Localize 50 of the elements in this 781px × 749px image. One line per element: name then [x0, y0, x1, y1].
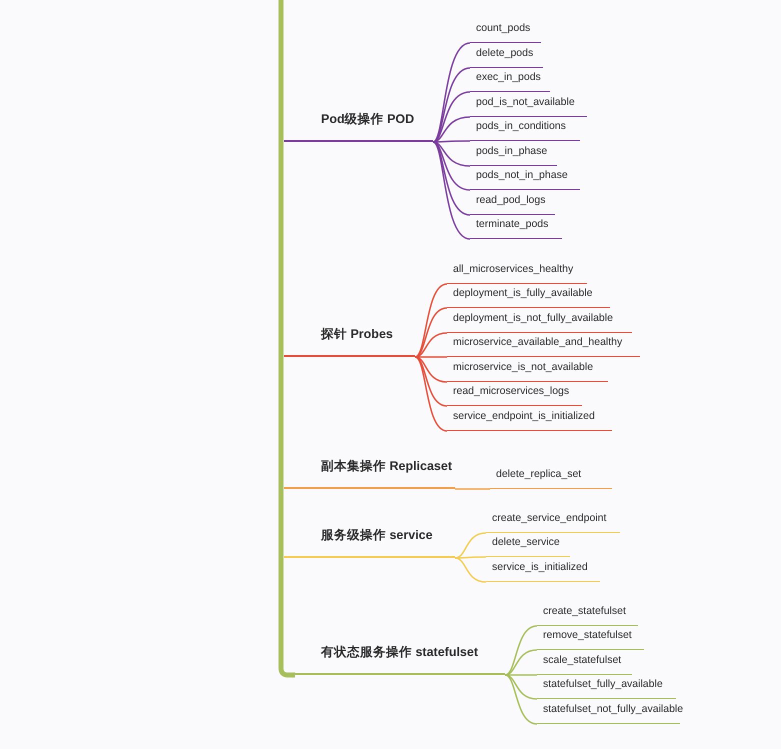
leaf-label: delete_service	[486, 535, 570, 557]
branch-connector	[432, 116, 470, 143]
leaf-label: scale_statefulset	[537, 653, 632, 675]
leaf-label: statefulset_fully_available	[537, 677, 676, 699]
branch-connector	[414, 307, 448, 358]
branch-label: 服务级操作 service	[284, 526, 455, 558]
leaf-label: read_pod_logs	[470, 193, 555, 215]
branch-label: 副本集操作 Replicaset	[284, 457, 455, 489]
branch-connector	[504, 625, 538, 676]
branch-connector	[504, 674, 538, 700]
leaf-label: terminate_pods	[470, 217, 562, 239]
branch-connector	[454, 532, 486, 559]
branch-connector	[432, 67, 470, 143]
branch-label: Pod级操作 POD	[284, 110, 433, 142]
leaf-label: microservice_available_and_healthy	[447, 335, 640, 357]
branch-connector	[432, 91, 470, 143]
leaf-label: delete_pods	[470, 46, 543, 68]
branch-connector	[505, 674, 537, 676]
branch-connector	[414, 332, 448, 358]
leaf-label: deployment_is_not_fully_available	[447, 311, 632, 333]
branch-connector	[414, 356, 448, 383]
leaf-label: delete_replica_set	[490, 467, 612, 489]
leaf-label: pods_not_in_phase	[470, 168, 580, 190]
leaf-label: pod_is_not_available	[470, 95, 587, 117]
leaf-label: service_is_initialized	[486, 560, 600, 582]
branch-connector	[455, 488, 490, 490]
branch-connector	[432, 141, 470, 216]
branch-connector	[414, 356, 448, 407]
branch-label: 有状态服务操作 statefulset	[284, 643, 505, 675]
leaf-label: create_service_endpoint	[486, 511, 620, 533]
branch-connector	[455, 556, 486, 559]
leaf-label: remove_statefulset	[537, 628, 644, 650]
leaf-label: microservice_is_not_available	[447, 360, 608, 382]
branch-connector	[504, 649, 538, 676]
leaf-label: create_statefulset	[537, 604, 638, 626]
branch-connector	[414, 283, 448, 358]
branch-connector	[432, 42, 470, 143]
branch-connector	[432, 141, 470, 240]
branch-connector	[454, 557, 486, 583]
branch-connector	[414, 356, 448, 432]
leaf-label: pods_in_conditions	[470, 119, 580, 141]
leaf-label: all_microservices_healthy	[447, 262, 587, 284]
branch-label: 探针 Probes	[284, 325, 415, 357]
leaf-label: count_pods	[470, 21, 541, 43]
branch-connector	[504, 674, 538, 725]
leaf-label: exec_in_pods	[470, 70, 550, 92]
leaf-label: read_microservices_logs	[447, 384, 582, 406]
leaf-label: deployment_is_fully_available	[447, 286, 610, 308]
leaf-label: pods_in_phase	[470, 144, 557, 166]
leaf-label: service_endpoint_is_initialized	[447, 409, 612, 431]
